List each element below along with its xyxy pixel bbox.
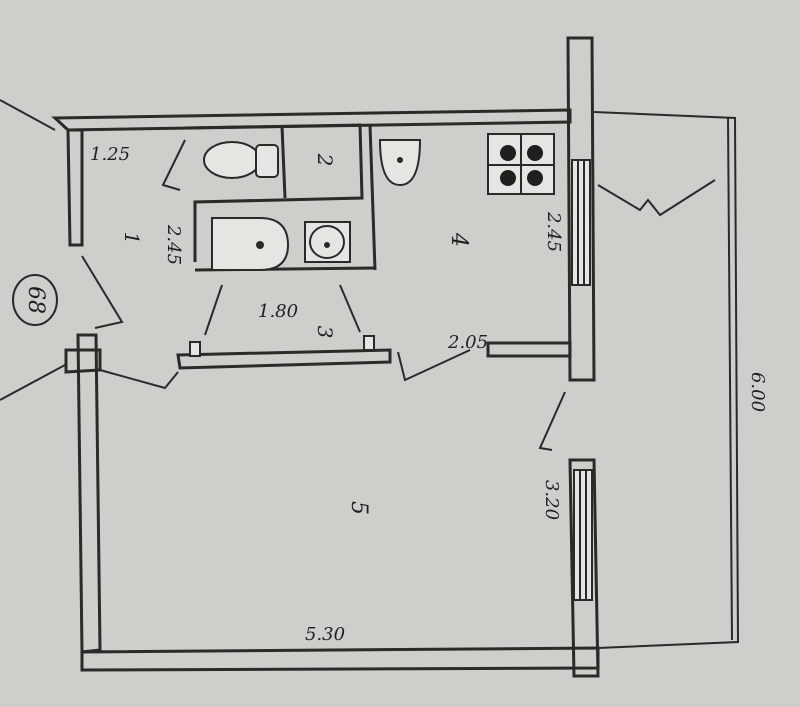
balcony [593, 111, 740, 649]
room-label-2: 2 [313, 153, 337, 167]
dimension-kitchen-width: 2.45 [543, 211, 564, 252]
room-label-5: 5 [346, 501, 371, 515]
room-label-4: 4 [446, 232, 471, 247]
room-window [573, 469, 593, 601]
dimension-window-width: 3.20 [541, 480, 562, 520]
room-label-1: 1 [120, 232, 144, 245]
apartment-number: 68 [23, 286, 48, 314]
room-label-3: 3 [313, 326, 337, 339]
dimension-room-length: 5.30 [305, 624, 345, 645]
exterior-walls [51, 36, 600, 678]
sink-icon [378, 139, 422, 187]
toilet-icon [203, 141, 279, 179]
dimension-hall-width: 1.25 [90, 144, 130, 165]
dimension-balcony-length: 6.00 [747, 372, 768, 412]
landing-line-bottom [0, 364, 66, 401]
stove-icon [487, 133, 555, 195]
dimension-kitchen-opening: 2.05 [447, 332, 488, 353]
doors [81, 139, 566, 451]
dimension-corridor-width: 1.80 [258, 301, 298, 322]
interior-walls [176, 123, 572, 370]
washbasin-icon [304, 221, 351, 263]
dimension-hall-length: 2.45 [163, 224, 184, 265]
kitchen-window [571, 159, 591, 286]
bathtub-icon [211, 217, 290, 271]
landing-line-top [0, 99, 56, 131]
apartment-number-badge: 68 [12, 274, 58, 326]
